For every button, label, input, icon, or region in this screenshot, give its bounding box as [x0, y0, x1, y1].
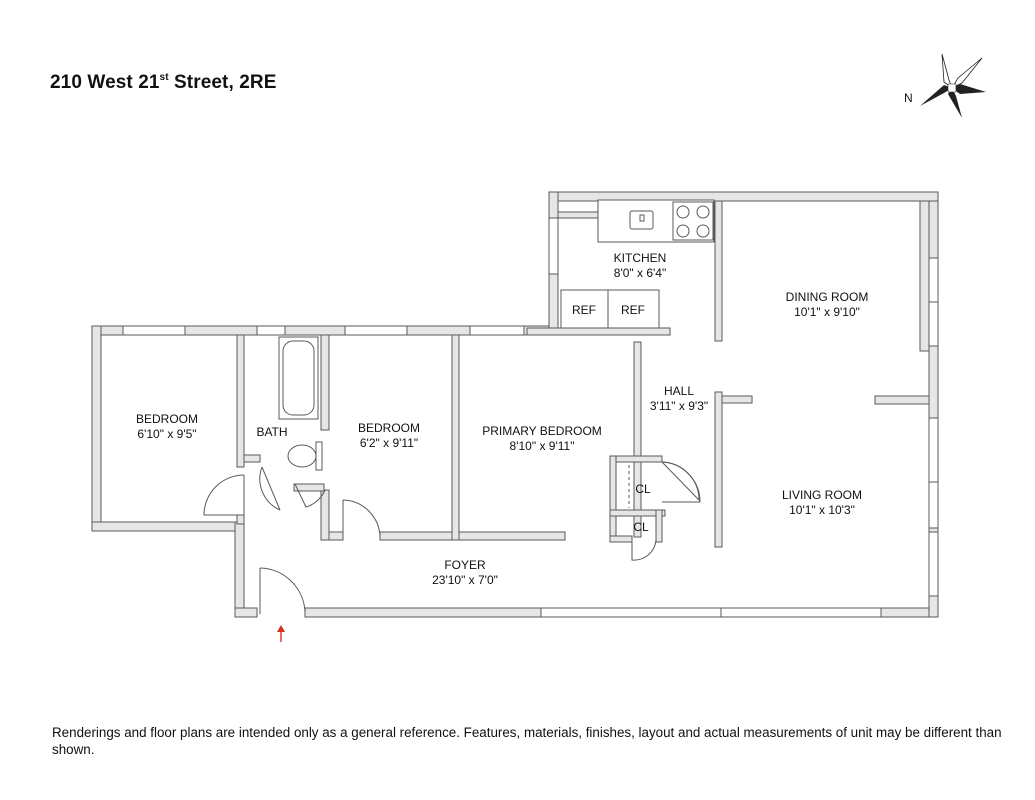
page-title: 210 West 21st Street, 2RE	[50, 72, 277, 93]
compass-icon	[920, 53, 986, 118]
dining-room-dims: 10'1" x 9'10"	[794, 305, 860, 319]
closet1-label: CL	[635, 482, 651, 496]
kitchen-dims: 8'0" x 6'4"	[614, 266, 666, 280]
living-room-dims: 10'1" x 10'3"	[789, 503, 855, 517]
bedroom1-name: BEDROOM	[136, 412, 198, 426]
bedroom1-dims: 6'10" x 9'5"	[137, 427, 196, 441]
doors	[203, 461, 701, 614]
bedroom2-name: BEDROOM	[358, 421, 420, 435]
bath-fixtures	[278, 336, 323, 471]
foyer-dims: 23'10" x 7'0"	[432, 573, 498, 587]
bedroom2-dims: 6'2" x 9'11"	[360, 436, 418, 450]
primary-bedroom-name: PRIMARY BEDROOM	[482, 424, 602, 438]
bath-name: BATH	[256, 425, 287, 439]
entry-arrow-icon	[277, 625, 285, 642]
ref2-label: REF	[621, 303, 645, 317]
kitchen-fixtures	[560, 199, 715, 329]
dining-room-name: DINING ROOM	[786, 290, 869, 304]
hall-dims: 3'11" x 9'3"	[650, 399, 708, 413]
room-labels: BEDROOM 6'10" x 9'5" BATH BEDROOM 6'2" x…	[136, 251, 868, 587]
disclaimer-text: Renderings and floor plans are intended …	[52, 725, 1002, 757]
outer-walls	[91, 191, 939, 618]
ref1-label: REF	[572, 303, 596, 317]
living-room-name: LIVING ROOM	[782, 488, 862, 502]
hall-name: HALL	[664, 384, 694, 398]
windows	[122, 217, 939, 618]
closet2-label: CL	[633, 520, 649, 534]
foyer-name: FOYER	[444, 558, 486, 572]
compass-north-label: N	[904, 91, 913, 105]
primary-bedroom-dims: 8'10" x 9'11"	[510, 439, 575, 453]
kitchen-name: KITCHEN	[614, 251, 667, 265]
